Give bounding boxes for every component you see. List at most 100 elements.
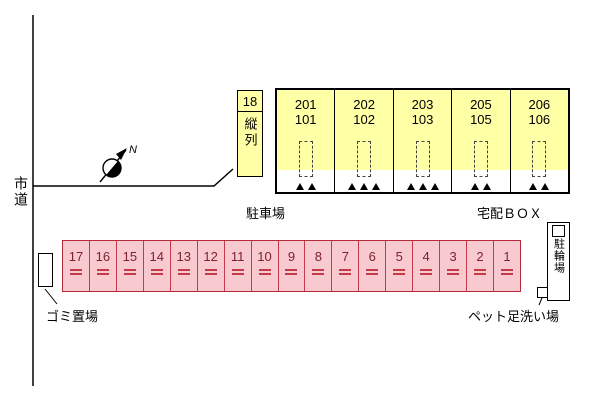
- wheel-stop-icon: [258, 269, 271, 275]
- parking-space: 7: [332, 241, 360, 291]
- unit-number-upper: 205: [470, 97, 492, 112]
- unit-numbers: 206 106: [511, 90, 568, 127]
- delivery-box: [552, 225, 565, 237]
- parking-space: 15: [117, 241, 144, 291]
- entrance-marker-icon: [529, 183, 538, 190]
- unit-number-lower: 103: [411, 112, 434, 127]
- building-unit: 205 105: [452, 90, 511, 192]
- entrance-marker-icon: [482, 183, 491, 190]
- parking-space: 3: [440, 241, 468, 291]
- wheel-stop-icon: [474, 269, 487, 275]
- garbage-area-box: [38, 253, 53, 287]
- wheel-stop-icon: [339, 269, 352, 275]
- building-unit: 201 101: [277, 90, 336, 192]
- entrance-marker-icon: [470, 183, 479, 190]
- wheel-stop-icon: [312, 269, 325, 275]
- unit-number-upper: 203: [411, 97, 434, 112]
- building-unit: 202 102: [335, 90, 394, 192]
- parking-space: 5: [386, 241, 414, 291]
- entrance-door-icon: [357, 141, 372, 177]
- parking-space: 2: [467, 241, 494, 291]
- parking-space-number: 7: [341, 249, 349, 264]
- entrance-door-icon: [473, 141, 488, 177]
- building-unit: 206 106: [510, 90, 569, 192]
- unit-floor-area: [510, 90, 569, 170]
- wheel-stop-icon: [420, 269, 433, 275]
- parking-space-number: 6: [368, 249, 376, 264]
- parking-space-number: 16: [95, 249, 111, 264]
- parking-space: 13: [171, 241, 198, 291]
- parking-space-number: 11: [230, 249, 245, 264]
- entrance-marker-icon: [406, 183, 415, 190]
- wheel-stop-icon: [366, 269, 379, 275]
- unit-floor-area: [335, 90, 393, 170]
- entrance-door-icon: [532, 141, 547, 177]
- unit-numbers: 202 102: [335, 90, 392, 127]
- entrance-marker-icon: [541, 183, 550, 190]
- compass-north-letter: N: [129, 144, 137, 156]
- unit-floor-area: [393, 90, 452, 170]
- bicycle-parking-label: 駐輪場: [552, 238, 565, 274]
- parking-spaces-row: 17 16 15 14 13 12 11 10 9 8 7 6 5 4 3 2 …: [62, 240, 521, 292]
- compass-icon: N: [99, 144, 137, 183]
- entrance-marker-icon: [418, 183, 427, 190]
- unit-numbers: 201 101: [277, 90, 334, 127]
- entrance-markers: [394, 183, 451, 190]
- garbage-leader-line: [44, 288, 58, 305]
- parking-space: 1: [494, 241, 520, 291]
- wheel-stop-icon: [231, 269, 244, 275]
- unit-floor-area: [277, 90, 335, 170]
- wheel-stop-icon: [500, 269, 513, 275]
- parking-space-number: 15: [122, 249, 138, 264]
- parking-space: 6: [359, 241, 387, 291]
- parking-space: 14: [144, 241, 171, 291]
- parking-space: 4: [413, 241, 441, 291]
- entrance-marker-icon: [372, 183, 381, 190]
- parking-space: 17: [63, 241, 90, 291]
- parking-space-number: 10: [257, 249, 272, 264]
- site-boundary-line: [33, 168, 234, 187]
- unit-number-upper: 202: [353, 97, 375, 112]
- unit-numbers: 203 103: [394, 90, 451, 127]
- parking-space-number: 3: [449, 249, 457, 264]
- wheel-stop-icon: [96, 269, 109, 275]
- wheel-stop-icon: [285, 269, 298, 275]
- entrance-markers: [277, 183, 334, 190]
- wheel-stop-icon: [447, 269, 460, 275]
- unit-floor-area: [452, 90, 510, 170]
- unit-number-lower: 102: [353, 112, 375, 127]
- entrance-marker-icon: [295, 183, 304, 190]
- entrance-markers: [335, 183, 392, 190]
- parking-space: 12: [198, 241, 225, 291]
- wheel-stop-icon: [204, 269, 217, 275]
- parking-space-number: 5: [395, 249, 403, 264]
- pet-washing-box: [537, 287, 548, 298]
- parking-space-number: 17: [68, 249, 84, 264]
- entrance-door-icon: [298, 141, 313, 177]
- tandem-parking-space: 18 縦列: [237, 90, 263, 177]
- apartment-building: 201 101 202 102 203 103: [275, 88, 570, 194]
- wheel-stop-icon: [123, 269, 136, 275]
- pet-leader-line: [538, 297, 543, 306]
- entrance-markers: [511, 183, 568, 190]
- unit-number-upper: 206: [528, 97, 551, 112]
- parking-space: 16: [90, 241, 117, 291]
- parking-space-number: 12: [203, 249, 218, 264]
- parking-space-number: 1: [503, 249, 511, 264]
- tandem-space-number: 18: [238, 91, 262, 112]
- delivery-box-label: 宅配ＢＯＸ: [477, 206, 543, 221]
- parking-lot-label: 駐車場: [246, 206, 286, 221]
- parking-space-number: 4: [422, 249, 430, 264]
- parking-space: 9: [279, 241, 306, 291]
- road-label: 市道: [13, 176, 29, 208]
- unit-number-lower: 101: [294, 112, 317, 127]
- wheel-stop-icon: [177, 269, 190, 275]
- parking-space-number: 2: [476, 249, 484, 264]
- wheel-stop-icon: [150, 269, 163, 275]
- parking-space: 8: [305, 241, 333, 291]
- entrance-door-icon: [415, 141, 430, 177]
- entrance-marker-icon: [360, 183, 369, 190]
- parking-space-number: 9: [287, 249, 296, 264]
